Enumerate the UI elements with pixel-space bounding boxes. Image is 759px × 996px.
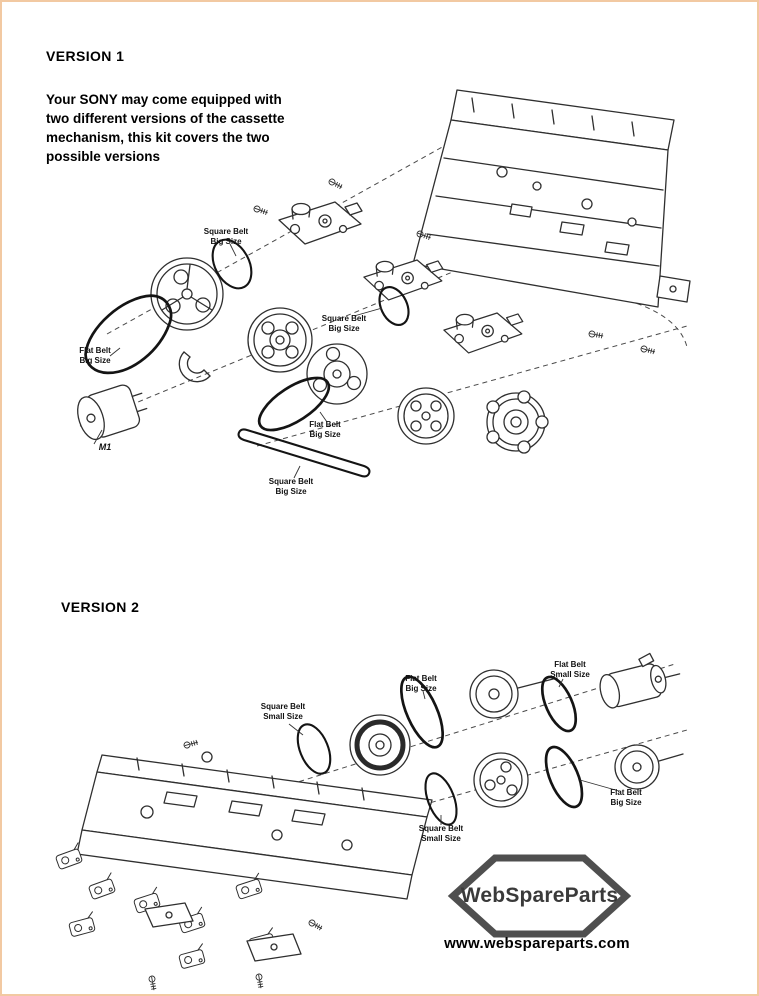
v1-label-square-belt-mid: Square Belt Big Size xyxy=(321,314,367,333)
v1-belt-square-top xyxy=(211,238,253,290)
logo-text: WebSpareParts xyxy=(460,884,619,907)
v2-label-square-belt-small-left: Square Belt Small Size xyxy=(260,702,306,721)
v2-belt-flat-big-top xyxy=(399,675,445,749)
v2-motor xyxy=(599,652,681,709)
v2-belt-square-small-left xyxy=(296,723,332,775)
version2-exploded-diagram xyxy=(53,652,688,991)
v1-belt-flat-left xyxy=(84,294,173,375)
v2-belt-flat-big-bottom xyxy=(544,745,584,809)
v1-belt-square-long xyxy=(237,428,371,478)
v1-gear-wheel xyxy=(486,390,549,454)
v2-top-screw-and-grommet xyxy=(182,738,213,763)
v2-belt-flat-small xyxy=(540,675,578,733)
v1-pulley-three-hole xyxy=(306,343,368,405)
version1-title: VERSION 1 xyxy=(46,48,125,64)
version2-title: VERSION 2 xyxy=(61,599,140,615)
v1-belt-square-mid xyxy=(378,286,410,326)
v1-motor-m1 xyxy=(77,384,148,441)
v2-label-square-belt-small-bottom: Square Belt Small Size xyxy=(418,824,464,843)
v2-pads xyxy=(144,902,302,962)
v1-label-flat-belt-left: Flat Belt Big Size xyxy=(79,346,111,365)
v2-leader-lines xyxy=(288,678,620,825)
version1-exploded-diagram xyxy=(77,89,691,479)
v2-chassis-plate xyxy=(76,754,433,900)
v1-pulley-four-hole xyxy=(247,307,313,373)
v2-pulley-large xyxy=(349,714,411,776)
webspareparts-logo: WebSpareParts xyxy=(447,852,632,940)
v1-chassis-plate xyxy=(412,89,691,308)
v2-belt-square-small-bottom xyxy=(424,772,458,826)
v2-label-flat-belt-small: Flat Belt Small Size xyxy=(550,660,590,679)
v1-bracket xyxy=(178,351,211,383)
v2-pulley-disc-right xyxy=(614,744,684,790)
version1-description: Your SONY may come equipped with two dif… xyxy=(46,92,285,165)
v1-leader-lines xyxy=(93,243,383,479)
v1-label-flat-belt-mid: Flat Belt Big Size xyxy=(309,420,341,439)
website-url: www.webspareparts.com xyxy=(444,935,630,952)
v2-label-flat-belt-big-top: Flat Belt Big Size xyxy=(405,674,437,693)
v2-pulley-mid xyxy=(473,752,529,808)
v1-pulley-spoked xyxy=(150,257,224,331)
v2-label-flat-belt-big-right: Flat Belt Big Size xyxy=(610,788,642,807)
v1-pulley-flat xyxy=(397,387,455,445)
v1-label-motor-m1: M1 xyxy=(98,442,112,452)
v2-capstan-flywheel xyxy=(469,669,558,719)
v1-label-square-belt-bottom: Square Belt Big Size xyxy=(268,477,314,496)
v1-belt-flat-mid xyxy=(257,376,331,432)
logo-hexagon-icon xyxy=(447,854,632,938)
v1-label-square-belt-top: Square Belt Big Size xyxy=(203,227,249,246)
